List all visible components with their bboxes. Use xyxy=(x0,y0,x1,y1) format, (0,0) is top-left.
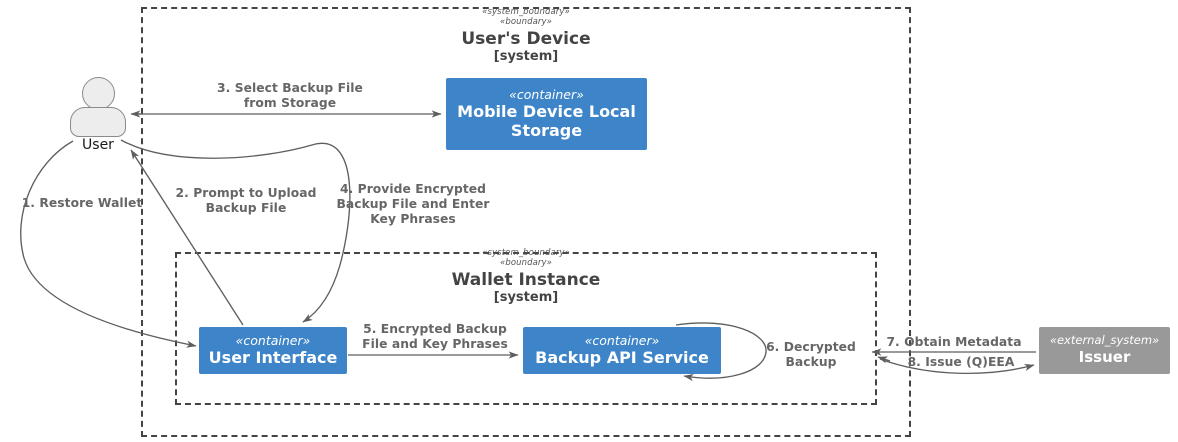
actor-user[interactable]: User xyxy=(70,77,126,153)
edge-label-5: 5. Encrypted Backup File and Key Phrases xyxy=(362,322,508,351)
node-issuer-stereotype: «external_system» xyxy=(1049,333,1160,348)
node-backup-api-service[interactable]: «container» Backup API Service xyxy=(523,327,721,374)
boundary-users-device xyxy=(141,7,911,437)
node-mobile-storage-stereotype: «container» xyxy=(509,87,584,103)
node-backup-api-service-name: Backup API Service xyxy=(535,348,709,368)
actor-user-label: User xyxy=(82,137,114,153)
edge-label-2: 2. Prompt to Upload Backup File xyxy=(175,186,317,215)
edge-label-1: 1. Restore Wallet xyxy=(21,196,143,210)
node-user-interface-stereotype: «container» xyxy=(235,333,311,349)
boundary-wallet-instance-stereotype-1: «system_boundary» xyxy=(482,248,570,258)
edge-6-decrypted-backup xyxy=(675,322,767,382)
edge-label-6: 6. Decrypted Backup xyxy=(766,340,856,369)
edge-label-7: 7. Obtain Metadata xyxy=(886,335,1022,349)
boundary-wallet-instance-header: «system_boundary» «boundary» Wallet Inst… xyxy=(175,248,877,306)
edge-8-arrowhead-left xyxy=(877,356,891,364)
edge-label-3: 3. Select Backup File from Storage xyxy=(217,81,363,110)
person-icon-body xyxy=(70,107,126,137)
boundary-wallet-instance-title: Wallet Instance xyxy=(451,269,601,290)
node-issuer[interactable]: «external_system» Issuer xyxy=(1039,327,1170,374)
edge-1-restore-wallet xyxy=(20,140,197,348)
boundary-users-device-stereotype-1: «system_boundary» xyxy=(482,7,570,17)
person-icon-head xyxy=(81,77,115,110)
edge-label-4: 4. Provide Encrypted Backup File and Ent… xyxy=(336,182,490,226)
node-issuer-name: Issuer xyxy=(1078,348,1131,367)
edge-4-provide-encrypted-backup xyxy=(120,139,351,323)
boundary-users-device-header: «system_boundary» «boundary» User's Devi… xyxy=(141,7,911,65)
boundary-users-device-subtitle: [system] xyxy=(493,49,559,65)
edge-label-8: 8. Issue (Q)EEA xyxy=(907,355,1015,369)
node-backup-api-service-stereotype: «container» xyxy=(584,333,660,349)
boundary-wallet-instance-subtitle: [system] xyxy=(493,290,559,306)
edge-2-prompt-upload xyxy=(130,149,244,326)
boundary-wallet-instance-stereotype-2: «boundary» xyxy=(500,257,552,268)
boundary-users-device-title: User's Device xyxy=(461,28,591,49)
node-user-interface-name: User Interface xyxy=(208,348,338,368)
boundary-users-device-stereotype-2: «boundary» xyxy=(500,16,552,27)
node-user-interface[interactable]: «container» User Interface xyxy=(199,327,347,374)
node-mobile-storage-name: Mobile Device Local Storage xyxy=(457,102,636,140)
boundary-wallet-instance xyxy=(175,252,877,405)
edge-8-issue-qeea xyxy=(879,358,1035,375)
node-mobile-device-local-storage[interactable]: «container» Mobile Device Local Storage xyxy=(446,78,647,150)
